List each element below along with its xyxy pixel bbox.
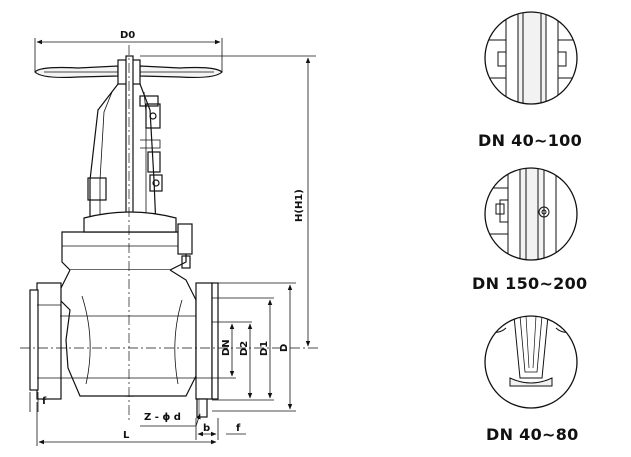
label-d2: D2 xyxy=(239,341,250,356)
dimension-lines xyxy=(29,38,316,446)
label-b: b xyxy=(203,423,210,434)
detail-seat-dn40-100 xyxy=(484,11,578,105)
label-f-right: f xyxy=(236,423,241,434)
centre-lines xyxy=(20,45,320,420)
detail-caption-3: DN 40~80 xyxy=(486,425,579,444)
valve-body-outline xyxy=(29,55,223,418)
label-d0: D0 xyxy=(120,30,135,41)
label-z-phi-d: Z - ϕ d xyxy=(144,412,181,423)
label-d: D xyxy=(279,344,290,352)
detail-caption-2: DN 150~200 xyxy=(472,274,587,293)
label-d1: D1 xyxy=(259,341,270,356)
label-f-left: f xyxy=(42,396,47,407)
detail-seat-dn150-200 xyxy=(484,167,578,261)
label-h-h1: H(H1) xyxy=(294,189,305,222)
label-l: L xyxy=(123,430,130,441)
detail-seat-dn40-80 xyxy=(484,315,578,409)
detail-caption-1: DN 40~100 xyxy=(478,131,582,150)
label-dn: DN xyxy=(221,339,232,356)
